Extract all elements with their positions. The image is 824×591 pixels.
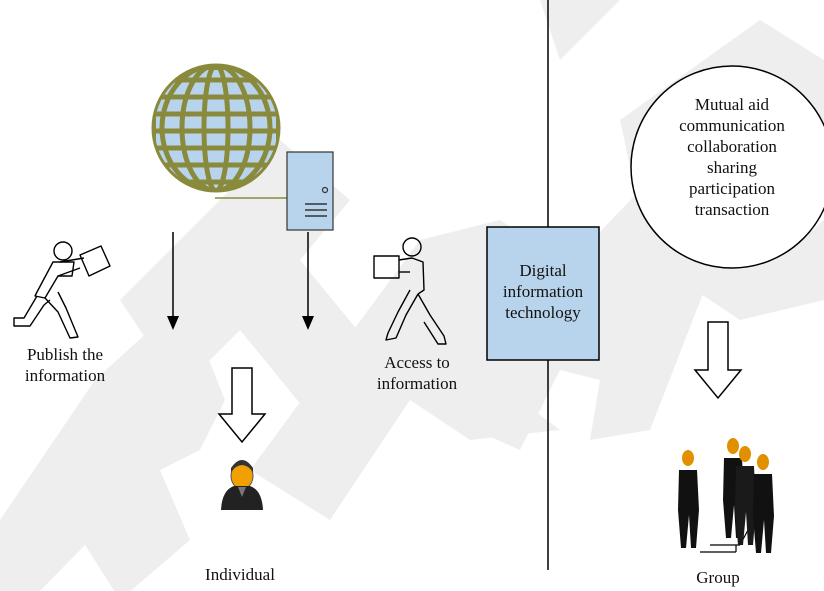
feature-item: Mutual aid <box>694 95 770 114</box>
group-hollow-arrow <box>693 321 743 400</box>
access-label: Access to information <box>376 353 458 393</box>
individual-person-icon <box>221 460 263 510</box>
feature-item: sharing <box>706 158 758 177</box>
server-icon <box>286 151 334 231</box>
feature-item: collaboration <box>687 137 777 156</box>
individual-label: Individual <box>205 565 275 584</box>
person-carrying-box-icon <box>13 241 111 339</box>
group-features-circle <box>630 65 824 269</box>
digital-tech-label: Digital information technology <box>502 261 584 322</box>
globe-icon <box>151 63 281 193</box>
publish-arrow <box>167 232 179 330</box>
group-label: Group <box>696 568 740 587</box>
feature-item: transaction <box>694 200 770 219</box>
access-arrow <box>302 232 314 330</box>
digital-tech-box <box>486 226 600 361</box>
person-holding-box-icon <box>373 237 447 345</box>
individual-hollow-arrow <box>217 367 267 444</box>
group-people-icon <box>678 438 774 553</box>
feature-item: communication <box>679 116 785 135</box>
feature-item: participation <box>689 179 775 198</box>
group-features-list: Mutual aid communication collaboration s… <box>662 94 802 220</box>
publish-label: Publish the information <box>24 345 106 385</box>
